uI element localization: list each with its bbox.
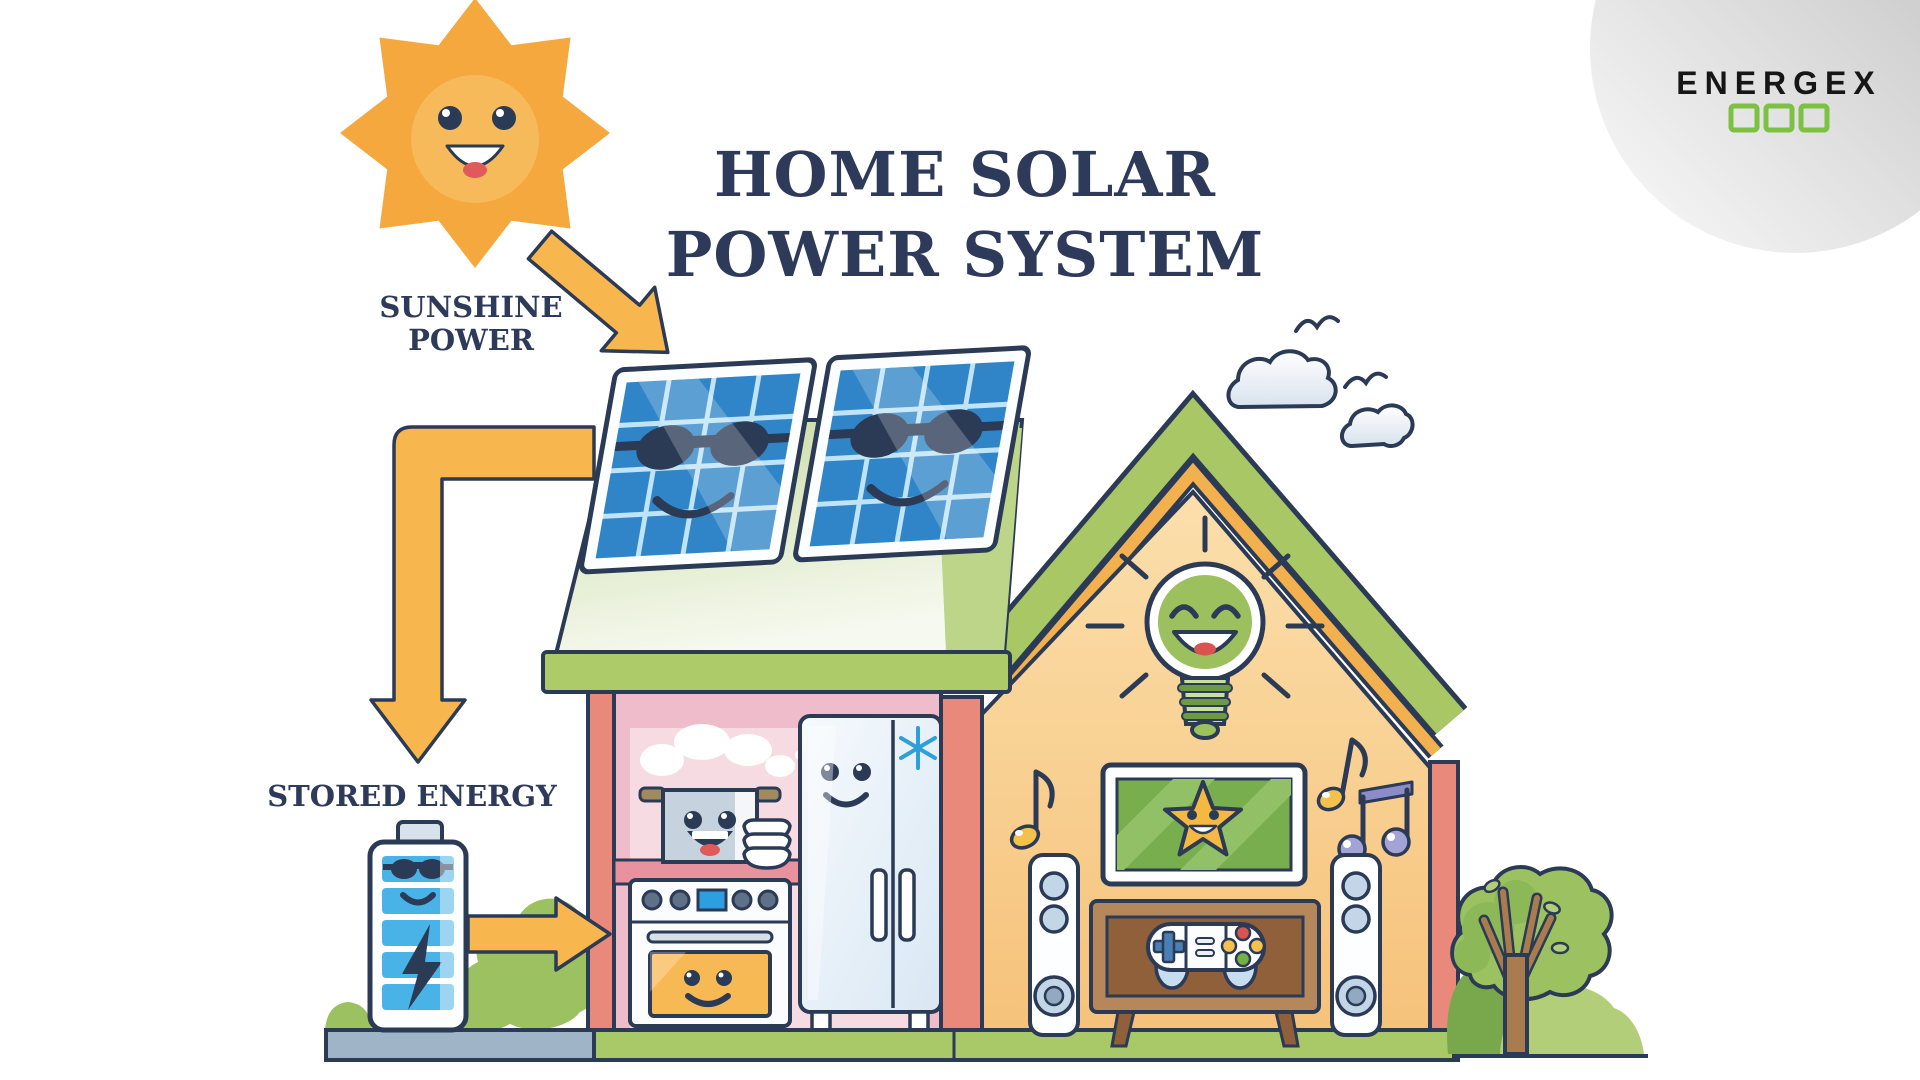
cloud-icon [1340,403,1415,449]
tv-icon [1100,762,1308,887]
lightbulb-rays [1085,515,1325,699]
wall-post-right [1428,760,1460,1034]
snowflake-icon [899,726,937,770]
sun-eye [492,106,516,130]
sky-decor [1226,315,1415,449]
star-icon [1163,780,1243,857]
logo-squares [1728,103,1830,133]
bowls-icon [742,818,792,870]
wall-post-divider [939,695,984,1034]
bird-icon [1343,371,1388,389]
sunglasses-icon [614,421,790,470]
tree-icon [1447,864,1644,1056]
steam [640,724,805,777]
speaker-icon [1330,853,1382,1037]
stored-energy-label: STORED ENERGY [267,779,557,813]
music-note-icon [1009,769,1055,850]
brand-name: ENERGEX [1676,65,1881,101]
title-line2: POWER SYSTEM [666,218,1264,291]
stored-energy-arrow-icon [369,425,596,764]
sunshine-line1: SUNSHINE [379,290,562,324]
page-title: HOME SOLAR POWER SYSTEM [666,138,1264,291]
sunshine-power-label: SUNSHINE POWER [379,290,562,357]
battery-arrow-icon [466,896,612,972]
bird-icon [1294,315,1340,333]
wall-post-left [586,690,616,1034]
sun-icon [340,0,610,268]
music-note-icon [1316,737,1368,812]
oven-window [648,950,772,1018]
sunshine-arrow-icon [526,229,670,355]
sunglasses-icon [383,859,453,879]
tree-trunk [1503,953,1529,1056]
stove-icon [628,878,792,1028]
battery-platform [324,1028,596,1062]
cloud-icon [1226,349,1338,410]
game-controller-icon [1146,922,1266,990]
kitchen-section [586,690,943,1034]
solar-panel-icon [579,357,817,575]
battery-icon [367,820,469,1033]
energex-logo: ENERGEX [1590,0,1920,253]
bush-icon [325,1002,372,1030]
solar-panel-icon [793,345,1031,563]
bush-icon [1500,985,1644,1054]
sunshine-line2: POWER [408,323,535,357]
title-line1: HOME SOLAR [714,138,1216,211]
lightning-bolt-icon [402,924,442,1010]
cooking-pot-icon [638,786,782,864]
gable-roof [968,389,1468,759]
sunglasses-icon [828,409,1004,458]
house-floor [592,1028,1460,1062]
sun-eye [438,106,462,130]
lightbulb-icon [1085,515,1325,740]
speaker-icon [1028,853,1080,1037]
roof-eave [541,650,1012,694]
fridge-icon [798,714,943,1032]
